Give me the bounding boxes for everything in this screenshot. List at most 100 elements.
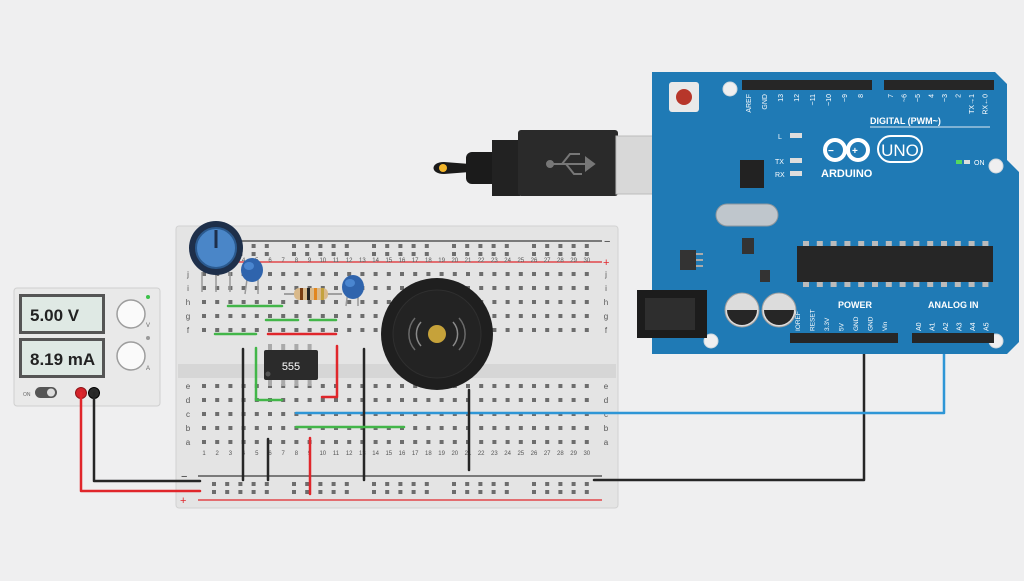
breadboard-hole[interactable] bbox=[241, 300, 246, 304]
breadboard-hole[interactable] bbox=[202, 412, 206, 416]
breadboard-hole[interactable] bbox=[411, 482, 416, 486]
breadboard-hole[interactable] bbox=[334, 328, 338, 332]
breadboard-hole[interactable] bbox=[439, 426, 444, 430]
breadboard-hole[interactable] bbox=[558, 426, 563, 430]
breadboard-hole[interactable] bbox=[545, 328, 550, 332]
breadboard-hole[interactable] bbox=[439, 398, 444, 402]
breadboard-hole[interactable] bbox=[268, 412, 272, 416]
breadboard-hole[interactable] bbox=[292, 244, 296, 248]
breadboard-hole[interactable] bbox=[268, 314, 272, 318]
breadboard-hole[interactable] bbox=[504, 482, 509, 486]
breadboard-hole[interactable] bbox=[264, 490, 269, 494]
breadboard-hole[interactable] bbox=[202, 384, 206, 388]
breadboard-hole[interactable] bbox=[439, 440, 444, 444]
breadboard-hole[interactable] bbox=[372, 252, 376, 256]
breadboard-hole[interactable] bbox=[452, 252, 456, 256]
breadboard-hole[interactable] bbox=[505, 328, 510, 332]
breadboard-hole[interactable] bbox=[360, 440, 365, 444]
breadboard-hole[interactable] bbox=[347, 314, 352, 318]
breadboard-hole[interactable] bbox=[518, 328, 523, 332]
ceramic-capacitor-2[interactable] bbox=[342, 275, 364, 307]
breadboard-hole[interactable] bbox=[347, 398, 352, 402]
breadboard-hole[interactable] bbox=[307, 314, 312, 318]
breadboard-hole[interactable] bbox=[398, 252, 403, 256]
breadboard-hole[interactable] bbox=[426, 440, 431, 444]
breadboard-hole[interactable] bbox=[344, 482, 349, 486]
breadboard-hole[interactable] bbox=[268, 272, 272, 276]
breadboard-hole[interactable] bbox=[491, 252, 496, 256]
breadboard-hole[interactable] bbox=[305, 252, 310, 256]
breadboard-hole[interactable] bbox=[251, 252, 256, 256]
breadboard-hole[interactable] bbox=[281, 440, 286, 444]
breadboard-hole[interactable] bbox=[426, 272, 431, 276]
breadboard-hole[interactable] bbox=[268, 286, 272, 290]
breadboard-hole[interactable] bbox=[268, 300, 272, 304]
breadboard-hole[interactable] bbox=[373, 314, 378, 318]
wire-green-5[interactable] bbox=[254, 346, 284, 402]
breadboard-hole[interactable] bbox=[558, 328, 563, 332]
breadboard-hole[interactable] bbox=[264, 482, 269, 486]
power-switch-thumb[interactable] bbox=[47, 388, 55, 397]
breadboard-hole[interactable] bbox=[347, 384, 352, 388]
breadboard-hole[interactable] bbox=[254, 314, 259, 318]
breadboard-hole[interactable] bbox=[294, 286, 299, 290]
breadboard-hole[interactable] bbox=[215, 440, 220, 444]
breadboard-hole[interactable] bbox=[571, 490, 576, 494]
breadboard-hole[interactable] bbox=[320, 272, 325, 276]
breadboard-hole[interactable] bbox=[505, 440, 510, 444]
breadboard-hole[interactable] bbox=[373, 272, 378, 276]
breadboard-hole[interactable] bbox=[411, 244, 416, 248]
breadboard-hole[interactable] bbox=[465, 482, 470, 486]
breadboard-hole[interactable] bbox=[268, 328, 272, 332]
breadboard-hole[interactable] bbox=[373, 384, 378, 388]
breadboard-hole[interactable] bbox=[532, 328, 536, 332]
breadboard-hole[interactable] bbox=[400, 272, 404, 276]
breadboard-hole[interactable] bbox=[318, 490, 323, 494]
breadboard-hole[interactable] bbox=[545, 440, 550, 444]
breadboard-hole[interactable] bbox=[518, 314, 523, 318]
breadboard-hole[interactable] bbox=[331, 252, 336, 256]
breadboard-hole[interactable] bbox=[558, 272, 563, 276]
breadboard-hole[interactable] bbox=[281, 286, 286, 290]
breadboard-hole[interactable] bbox=[334, 300, 338, 304]
breadboard-hole[interactable] bbox=[215, 300, 220, 304]
breadboard-hole[interactable] bbox=[532, 300, 536, 304]
breadboard-hole[interactable] bbox=[584, 398, 589, 402]
breadboard-hole[interactable] bbox=[558, 384, 563, 388]
current-knob[interactable] bbox=[116, 341, 146, 371]
breadboard-hole[interactable] bbox=[545, 314, 550, 318]
breadboard-hole[interactable] bbox=[373, 286, 378, 290]
breadboard-hole[interactable] bbox=[307, 398, 312, 402]
breadboard-hole[interactable] bbox=[307, 272, 312, 276]
breadboard-hole[interactable] bbox=[320, 300, 325, 304]
breadboard-hole[interactable] bbox=[202, 328, 206, 332]
breadboard-hole[interactable] bbox=[215, 384, 220, 388]
breadboard-hole[interactable] bbox=[372, 490, 376, 494]
breadboard-hole[interactable] bbox=[413, 440, 418, 444]
breadboard-hole[interactable] bbox=[492, 272, 497, 276]
breadboard-hole[interactable] bbox=[504, 490, 509, 494]
breadboard-hole[interactable] bbox=[505, 426, 510, 430]
breadboard-hole[interactable] bbox=[452, 398, 457, 402]
breadboard-hole[interactable] bbox=[479, 384, 484, 388]
breadboard-hole[interactable] bbox=[584, 314, 589, 318]
breadboard-hole[interactable] bbox=[202, 272, 206, 276]
breadboard-hole[interactable] bbox=[215, 426, 220, 430]
breadboard-hole[interactable] bbox=[344, 244, 349, 248]
breadboard-hole[interactable] bbox=[347, 300, 352, 304]
breadboard-hole[interactable] bbox=[424, 244, 429, 248]
ceramic-capacitor-1[interactable] bbox=[241, 258, 263, 295]
breadboard-hole[interactable] bbox=[318, 244, 323, 248]
breadboard-hole[interactable] bbox=[424, 252, 429, 256]
breadboard-hole[interactable] bbox=[305, 490, 310, 494]
breadboard-hole[interactable] bbox=[264, 244, 269, 248]
breadboard-hole[interactable] bbox=[571, 300, 576, 304]
breadboard-hole[interactable] bbox=[465, 490, 470, 494]
breadboard-hole[interactable] bbox=[492, 440, 497, 444]
breadboard-hole[interactable] bbox=[331, 482, 336, 486]
breadboard-hole[interactable] bbox=[518, 440, 523, 444]
breadboard-hole[interactable] bbox=[360, 272, 365, 276]
breadboard-hole[interactable] bbox=[479, 426, 484, 430]
breadboard-hole[interactable] bbox=[532, 272, 536, 276]
breadboard-hole[interactable] bbox=[518, 272, 523, 276]
